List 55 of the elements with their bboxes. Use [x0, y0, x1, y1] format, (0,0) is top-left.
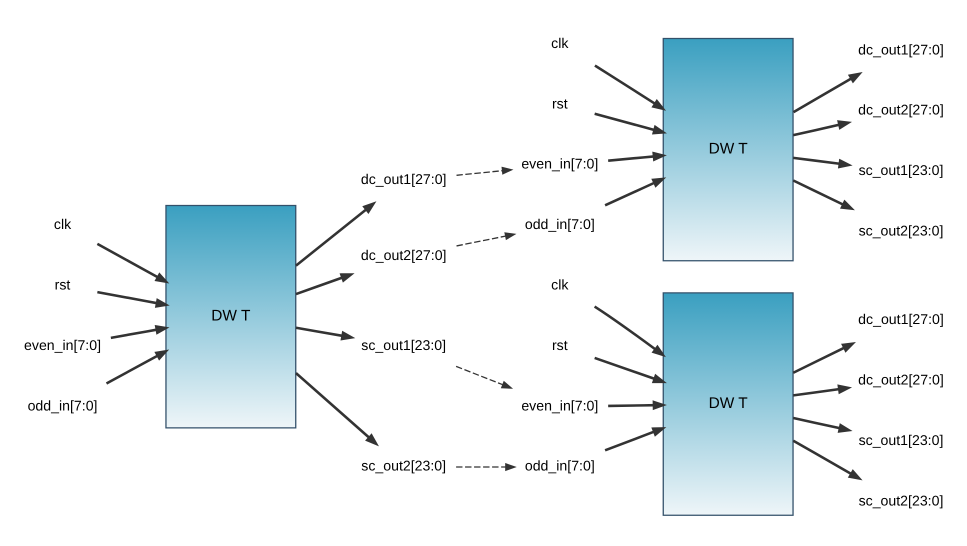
arrow [792, 342, 856, 374]
arrow [105, 349, 169, 385]
node-text: dc_out2[27:0] [858, 372, 944, 388]
arrow [608, 152, 666, 162]
arrow [604, 427, 666, 452]
node-text: even_in[7:0] [520, 156, 598, 172]
arrow [604, 177, 666, 206]
node-text: rst [551, 95, 568, 112]
arrow [455, 366, 513, 389]
arrow [593, 305, 666, 358]
arrow [456, 462, 516, 472]
node-text: rst [54, 276, 70, 292]
node-text: clk [550, 34, 568, 51]
node-text: sc_out2[23:0] [360, 458, 446, 474]
node-text: rst [551, 336, 568, 353]
arrow [456, 232, 516, 247]
node-text: dc_out1[27:0] [858, 311, 944, 328]
arrow [110, 325, 169, 340]
arrow [294, 201, 376, 267]
node-box: DW T [164, 204, 296, 428]
arrow [294, 372, 378, 446]
arrow [594, 356, 666, 384]
arrow [96, 242, 169, 284]
node-text: odd_in[7:0] [27, 397, 97, 414]
node-text: sc_out1[23:0] [858, 162, 943, 178]
arrow [295, 273, 354, 296]
arrow [96, 290, 170, 308]
node-text: sc_out1[23:0] [360, 336, 446, 353]
node-text: dc_out1[27:0] [858, 41, 944, 58]
node-text: even_in[7:0] [24, 336, 101, 353]
arrow [792, 156, 852, 169]
node-text: clk [53, 216, 71, 232]
node-text: sc_out1[23:0] [858, 432, 943, 448]
arrow [608, 400, 666, 410]
arrow [295, 326, 355, 341]
arrow [792, 120, 852, 136]
node-text: dc_out1[27:0] [360, 171, 446, 188]
node-text: sc_out2[23:0] [858, 492, 943, 508]
node-text: clk [550, 276, 568, 292]
node-text: even_in[7:0] [520, 397, 598, 414]
node-text: dc_out2[27:0] [858, 102, 944, 118]
node-box: DW T [662, 38, 794, 262]
node-text: dc_out2[27:0] [360, 246, 446, 263]
node-text: odd_in[7:0] [524, 458, 594, 474]
node-box: DW T [662, 292, 794, 516]
arrow [792, 440, 862, 480]
arrow [594, 64, 666, 111]
arrow [792, 416, 852, 433]
node-text: sc_out2[23:0] [858, 222, 943, 238]
arrow [456, 166, 513, 176]
arrow [792, 72, 862, 114]
arrow [792, 384, 852, 397]
node-text: odd_in[7:0] [524, 216, 594, 232]
arrow [594, 112, 666, 134]
arrow [792, 179, 854, 210]
